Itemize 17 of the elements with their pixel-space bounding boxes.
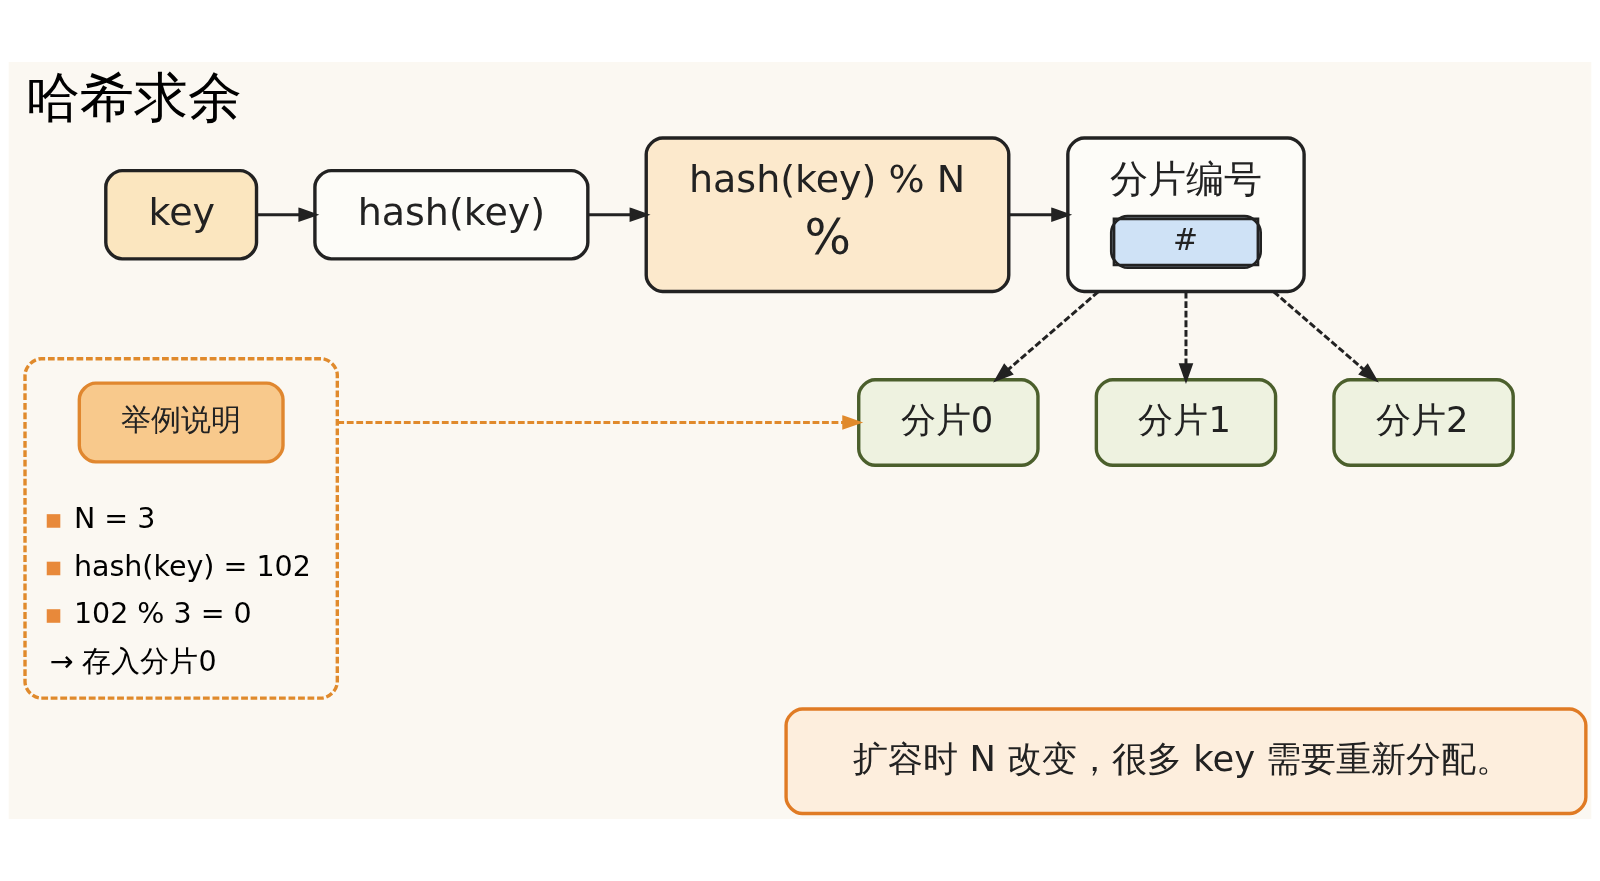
diagram-title: 哈希求余 [25,66,242,130]
node-box: 分片0 [857,378,1040,467]
arrow [1008,207,1073,223]
node-box: 分片编号 # [1066,136,1306,294]
arrow [993,290,1100,383]
node-box: key [104,168,259,261]
node-box: 分片1 [1094,378,1278,467]
node-box: 举例说明 [77,381,285,464]
arrow [256,207,320,223]
arrow [588,207,651,223]
node-box: 分片2 [1332,378,1515,467]
arrow [1272,290,1379,383]
node-box: 扩容时 N 改变，很多 key 需要重新分配。 [784,707,1588,816]
arrow [337,415,864,430]
arrow [1178,291,1194,385]
node-box: hash(key) [313,168,590,261]
node-box: hash(key) % N % [644,136,1011,294]
